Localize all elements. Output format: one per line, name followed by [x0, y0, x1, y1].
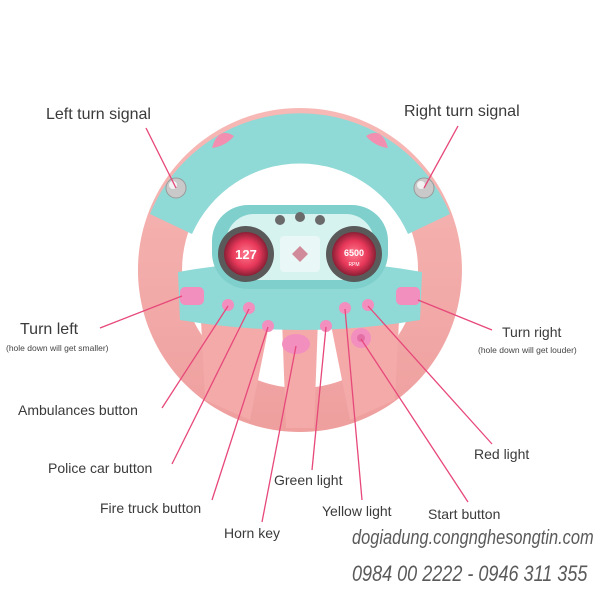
- turn-right-button[interactable]: [396, 287, 420, 305]
- label-turn-right-note: (hole down will get louder): [478, 345, 577, 355]
- label-turn-right: Turn right: [502, 324, 562, 340]
- dashboard-center-panel: [280, 236, 320, 272]
- dashboard-indicator-lights: [275, 212, 325, 225]
- green-light-button[interactable]: [320, 320, 332, 332]
- red-light-button[interactable]: [362, 299, 374, 311]
- leader-lines: [99, 125, 493, 523]
- label-start-button: Start button: [428, 506, 501, 522]
- fire-truck-button[interactable]: [262, 320, 274, 332]
- yellow-light-button[interactable]: [339, 302, 351, 314]
- right-gauge: [326, 226, 382, 282]
- label-fire-truck-button: Fire truck button: [100, 500, 202, 516]
- turn-left-button[interactable]: [180, 287, 204, 305]
- police-car-button[interactable]: [243, 302, 255, 314]
- wheel-rim: [137, 108, 462, 432]
- watermark-phones: 0984 00 2222 - 0946 311 355: [352, 561, 588, 586]
- label-horn-key: Horn key: [224, 525, 281, 541]
- right-gauge-value: 6500: [344, 248, 364, 258]
- left-gauge: [218, 226, 274, 282]
- label-yellow-light: Yellow light: [322, 503, 392, 519]
- label-right-turn-signal: Right turn signal: [404, 103, 520, 120]
- start-button[interactable]: [351, 328, 371, 348]
- label-turn-left: Turn left: [20, 321, 79, 338]
- label-ambulances-button: Ambulances button: [18, 402, 138, 418]
- label-red-light: Red light: [474, 446, 530, 462]
- label-green-light: Green light: [274, 472, 343, 488]
- right-gauge-unit: RPM: [348, 262, 359, 268]
- label-turn-left-note: (hole down will get smaller): [6, 343, 109, 353]
- label-left-turn-signal: Left turn signal: [46, 106, 151, 123]
- label-police-car-button: Police car button: [48, 460, 153, 476]
- horn-key-button[interactable]: [282, 334, 310, 354]
- watermark-website: dogiadung.congnghesongtin.com: [352, 527, 594, 549]
- left-gauge-value: 127: [235, 247, 257, 262]
- ambulance-button[interactable]: [222, 299, 234, 311]
